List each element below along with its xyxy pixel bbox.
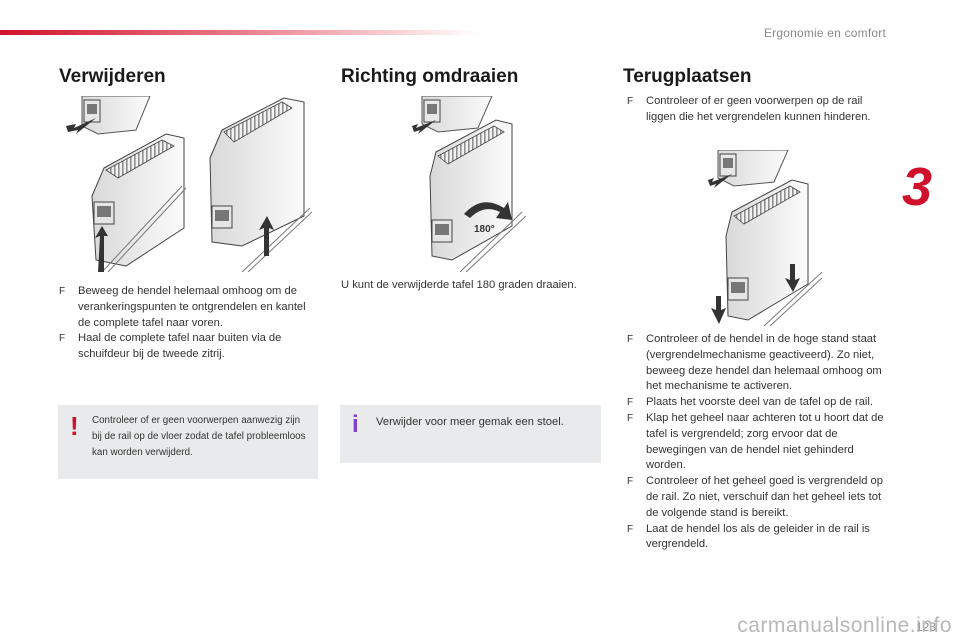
table-detail-drawing: [421, 96, 493, 133]
bullet-marker: F: [627, 412, 634, 424]
list-item: F Beweeg de hendel helemaal omhoog om de …: [59, 284, 321, 331]
step-text: Laat de hendel los als de geleider in de…: [646, 522, 870, 551]
rotate-text: U kunt de verwijderde tafel 180 graden d…: [341, 279, 577, 291]
arrow-down-icon: [711, 296, 726, 324]
bullet-marker: F: [59, 286, 66, 297]
table-drawing: [429, 119, 526, 272]
header-accent-bar: [0, 30, 480, 35]
step-text: Controleer of het geheel goed is vergren…: [646, 475, 883, 519]
list-item: F Klap het geheel naar achteren tot u hoo…: [627, 411, 889, 474]
remove-steps: F Beweeg de hendel helemaal omhoog om de …: [59, 284, 321, 363]
removal-illustration: [66, 96, 312, 272]
warning-box: ! Controleer of er geen voorwerpen aanwe…: [58, 405, 318, 479]
table-detail-drawing: [717, 150, 789, 187]
page-number: 123: [915, 620, 936, 634]
section-label: Ergonomie en comfort: [763, 26, 886, 40]
list-item: F Laat de hendel los als de geleider in d…: [627, 522, 889, 554]
step-text: Controleer of er geen voorwerpen op de r…: [646, 95, 871, 123]
info-box: i Verwijder voor meer gemak een stoel.: [340, 405, 601, 463]
step-text: Plaats het voorste deel van de tafel op …: [646, 396, 874, 409]
step-text: Controleer of de hendel in de hoge stand…: [646, 333, 882, 393]
heading-refit: Terugplaatsen: [623, 66, 752, 87]
table-detail-drawing: [81, 96, 151, 135]
arrow-left-icon: [66, 118, 96, 134]
list-item: F Controleer of het geheel goed is vergre…: [627, 474, 889, 521]
bullet-marker: F: [627, 397, 634, 409]
step-text: Beweeg de hendel helemaal omhoog om de v…: [78, 285, 306, 329]
step-text: Klap het geheel naar achteren tot u hoor…: [646, 411, 884, 472]
arrow-down-icon: [785, 264, 800, 292]
watermark: carmanualsonline.info: [737, 614, 952, 637]
chapter-number: 3: [902, 157, 933, 217]
bullet-marker: F: [627, 334, 634, 345]
refit-steps-before: F Controleer of er geen voorwerpen op de …: [627, 94, 881, 126]
table-tilted-drawing: [91, 133, 187, 272]
arrow-left-icon: [708, 174, 732, 188]
refit-steps-after: F Controleer of de hendel in de hoge stan…: [627, 332, 889, 553]
heading-rotate: Richting omdraaien: [341, 66, 519, 87]
arrow-left-icon: [412, 120, 436, 134]
rotate-arrow-icon: [464, 202, 512, 220]
table-upright-drawing: [209, 97, 312, 272]
info-text: Verwijder voor meer gemak een stoel.: [376, 416, 564, 428]
bullet-marker: F: [627, 96, 634, 107]
rotation-label: 180°: [474, 224, 495, 235]
list-item: F Plaats het voorste deel van de tafel op…: [627, 395, 889, 411]
list-item: F Controleer of er geen voorwerpen op de …: [627, 94, 881, 126]
info-icon: i: [352, 411, 359, 438]
table-drawing: [725, 179, 822, 326]
warning-text: Controleer of er geen voorwerpen aanwezi…: [92, 415, 306, 458]
bullet-marker: F: [627, 476, 634, 488]
rotation-illustration: 180°: [412, 96, 526, 272]
list-item: F Controleer of de hendel in de hoge stan…: [627, 332, 889, 395]
bullet-marker: F: [627, 523, 634, 535]
warning-icon: !: [70, 411, 79, 441]
heading-remove: Verwijderen: [59, 66, 166, 87]
bullet-marker: F: [59, 333, 66, 345]
refit-illustration: [708, 150, 822, 326]
step-text: Haal de complete tafel naar buiten via d…: [78, 332, 282, 361]
list-item: F Haal de complete tafel naar buiten via …: [59, 331, 321, 363]
